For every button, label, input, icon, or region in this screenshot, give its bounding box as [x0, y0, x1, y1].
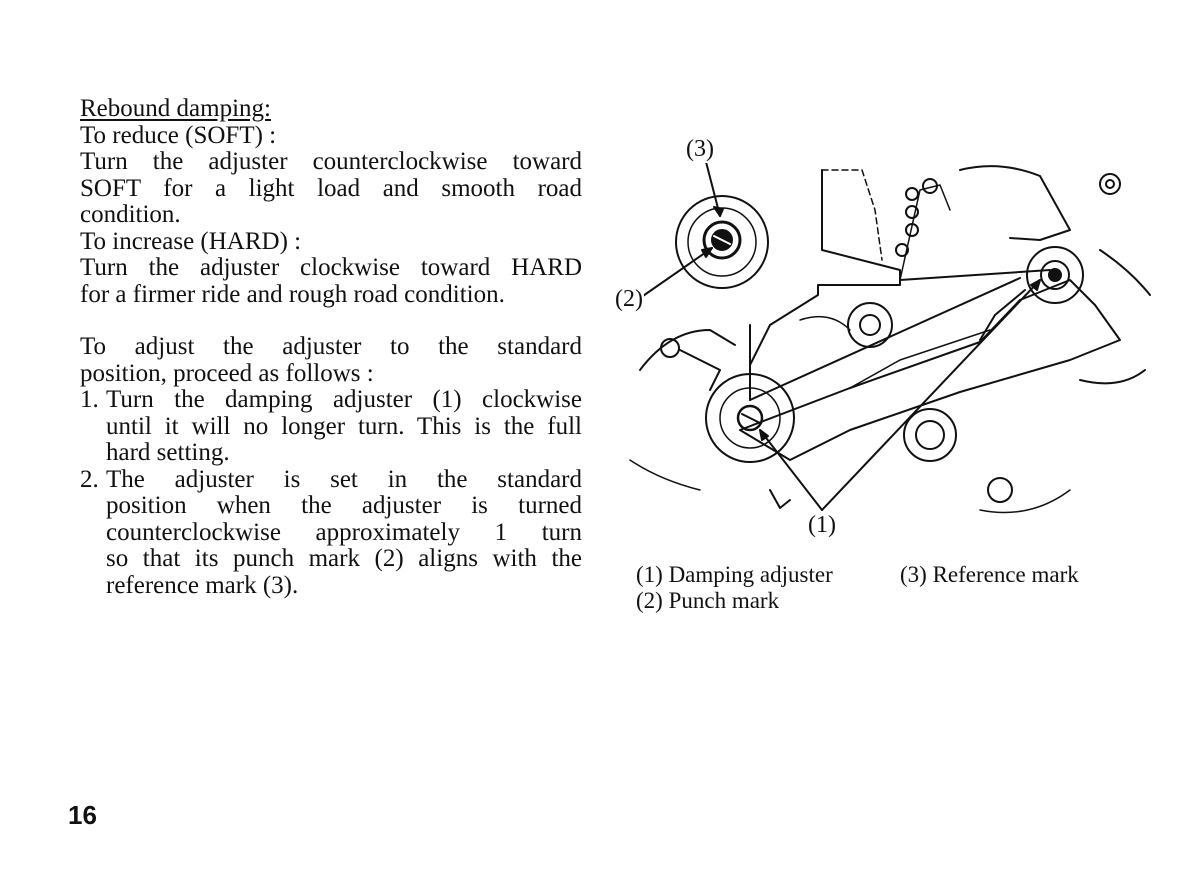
reduce-line-1: Turn the adjuster counterclockwise towar…	[80, 148, 582, 175]
callout-punch-mark: (2)	[614, 286, 644, 313]
reduce-line-2: SOFT for a light load and smooth road	[80, 174, 582, 202]
instruction-text: Rebound damping: To reduce (SOFT) : Turn…	[80, 95, 582, 600]
callout-reference-mark: (3)	[685, 136, 715, 163]
reduce-line-3: condition.	[80, 201, 181, 228]
step-1: 1. Turn the damping adjuster (1) clockwi…	[80, 386, 582, 467]
page-number: 16	[68, 800, 97, 830]
section-heading: Rebound damping:	[80, 95, 271, 122]
increase-line-1: Turn the adjuster clockwise toward HARD	[80, 254, 582, 281]
step-1-line-3: hard setting.	[106, 439, 230, 466]
suspension-illustration: (3) (2) (1)	[600, 130, 1160, 550]
increase-line-2: for a firmer ride and rough road conditi…	[80, 280, 505, 308]
step-2-line-3: counterclockwise approximately 1 turn	[106, 518, 582, 546]
increase-title: To increase (HARD) :	[80, 227, 302, 255]
step-1-line-2: until it will no longer turn. This is th…	[106, 412, 582, 440]
step-2-line-1: The adjuster is set in the standard	[106, 465, 582, 493]
standard-line-2: position, proceed as follows :	[80, 359, 374, 387]
standard-line-1: To adjust the adjuster to the standard	[80, 333, 582, 360]
legend-damping-adjuster: (1) Damping adjuster	[636, 562, 833, 587]
step-2: 2. The adjuster is set in the standard p…	[80, 465, 582, 600]
legend-reference-mark: (3) Reference mark	[900, 562, 1079, 587]
step-1-number: 1.	[80, 386, 99, 413]
step-2-number: 2.	[80, 465, 99, 493]
legend-punch-mark: (2) Punch mark	[636, 588, 780, 613]
step-2-line-4: so that its punch mark (2) aligns with t…	[106, 545, 582, 572]
step-2-line-5: reference mark (3).	[106, 571, 299, 599]
step-2-line-2: position when the adjuster is turned	[106, 492, 582, 519]
suspension-drawing	[629, 157, 1151, 514]
reduce-title: To reduce (SOFT) :	[80, 121, 277, 149]
step-1-line-1: Turn the damping adjuster (1) clockwise	[106, 386, 582, 413]
callout-damping-adjuster: (1)	[807, 512, 837, 539]
